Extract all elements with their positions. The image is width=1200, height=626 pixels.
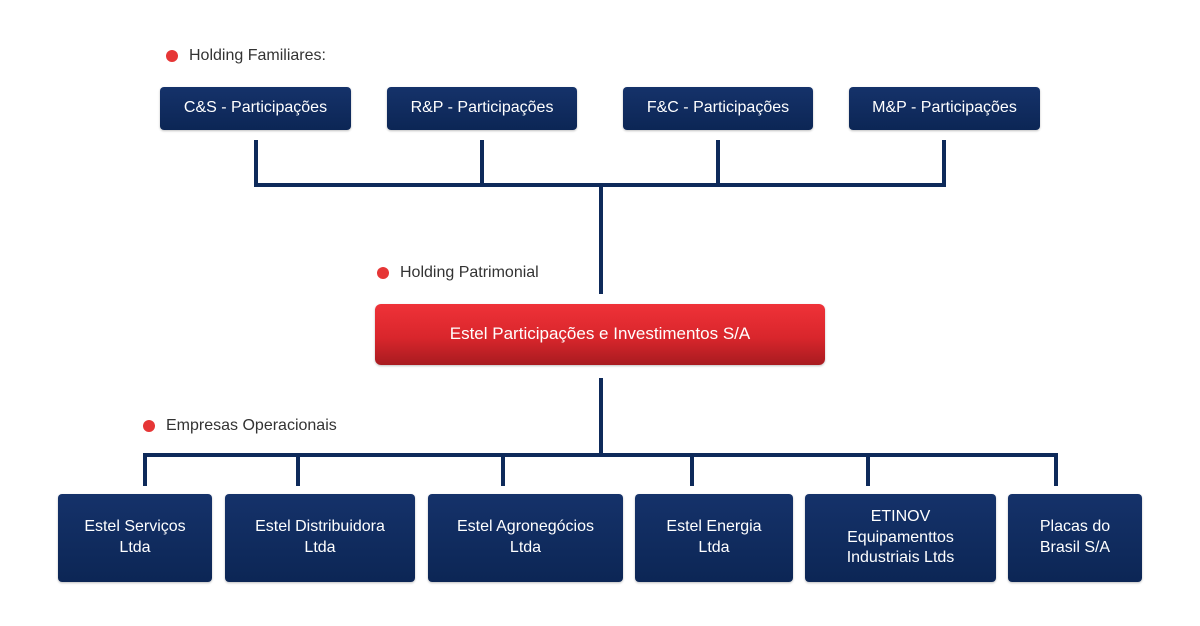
node-rp-participacoes: R&P - Participações: [387, 87, 577, 130]
node-fc-participacoes: F&C - Participações: [623, 87, 813, 130]
section-label-holding-familiares: Holding Familiares:: [166, 47, 326, 65]
node-estel-servicos: Estel Serviços Ltda: [58, 494, 212, 582]
node-mp-participacoes: M&P - Participações: [849, 87, 1040, 130]
node-label: Estel Participações e Investimentos S/A: [449, 324, 751, 344]
node-label: Estel Agronegócios Ltda: [457, 518, 594, 556]
node-label: Estel Serviços Ltda: [84, 518, 186, 556]
section-label-holding-patrimonial: Holding Patrimonial: [377, 264, 539, 282]
node-label: Estel Energia Ltda: [666, 518, 762, 556]
bullet-dot-icon: [166, 50, 178, 62]
bullet-dot-icon: [143, 420, 155, 432]
node-etinov: ETINOV Equipamenttos Industriais Ltds: [805, 494, 996, 582]
node-estel-distribuidora: Estel Distribuidora Ltda: [225, 494, 415, 582]
node-label: Estel Distribuidora Ltda: [255, 518, 385, 556]
node-placas-do-brasil: Placas do Brasil S/A: [1008, 494, 1142, 582]
node-estel-agronegocios: Estel Agronegócios Ltda: [428, 494, 623, 582]
node-label: Placas do Brasil S/A: [1039, 518, 1111, 556]
node-estel-energia: Estel Energia Ltda: [635, 494, 793, 582]
node-label: ETINOV Equipamenttos Industriais Ltds: [846, 507, 955, 567]
section-label-text: Empresas Operacionais: [166, 417, 337, 434]
section-label-text: Holding Patrimonial: [400, 264, 539, 281]
node-label: F&C - Participações: [646, 99, 790, 117]
node-label: M&P - Participações: [872, 99, 1017, 117]
node-label: R&P - Participações: [410, 99, 554, 117]
node-label: C&S - Participações: [183, 99, 328, 117]
node-estel-participacoes: Estel Participações e Investimentos S/A: [375, 304, 825, 365]
bullet-dot-icon: [377, 267, 389, 279]
section-label-text: Holding Familiares:: [189, 47, 326, 64]
section-label-empresas-operacionais: Empresas Operacionais: [143, 417, 337, 435]
node-cs-participacoes: C&S - Participações: [160, 87, 351, 130]
